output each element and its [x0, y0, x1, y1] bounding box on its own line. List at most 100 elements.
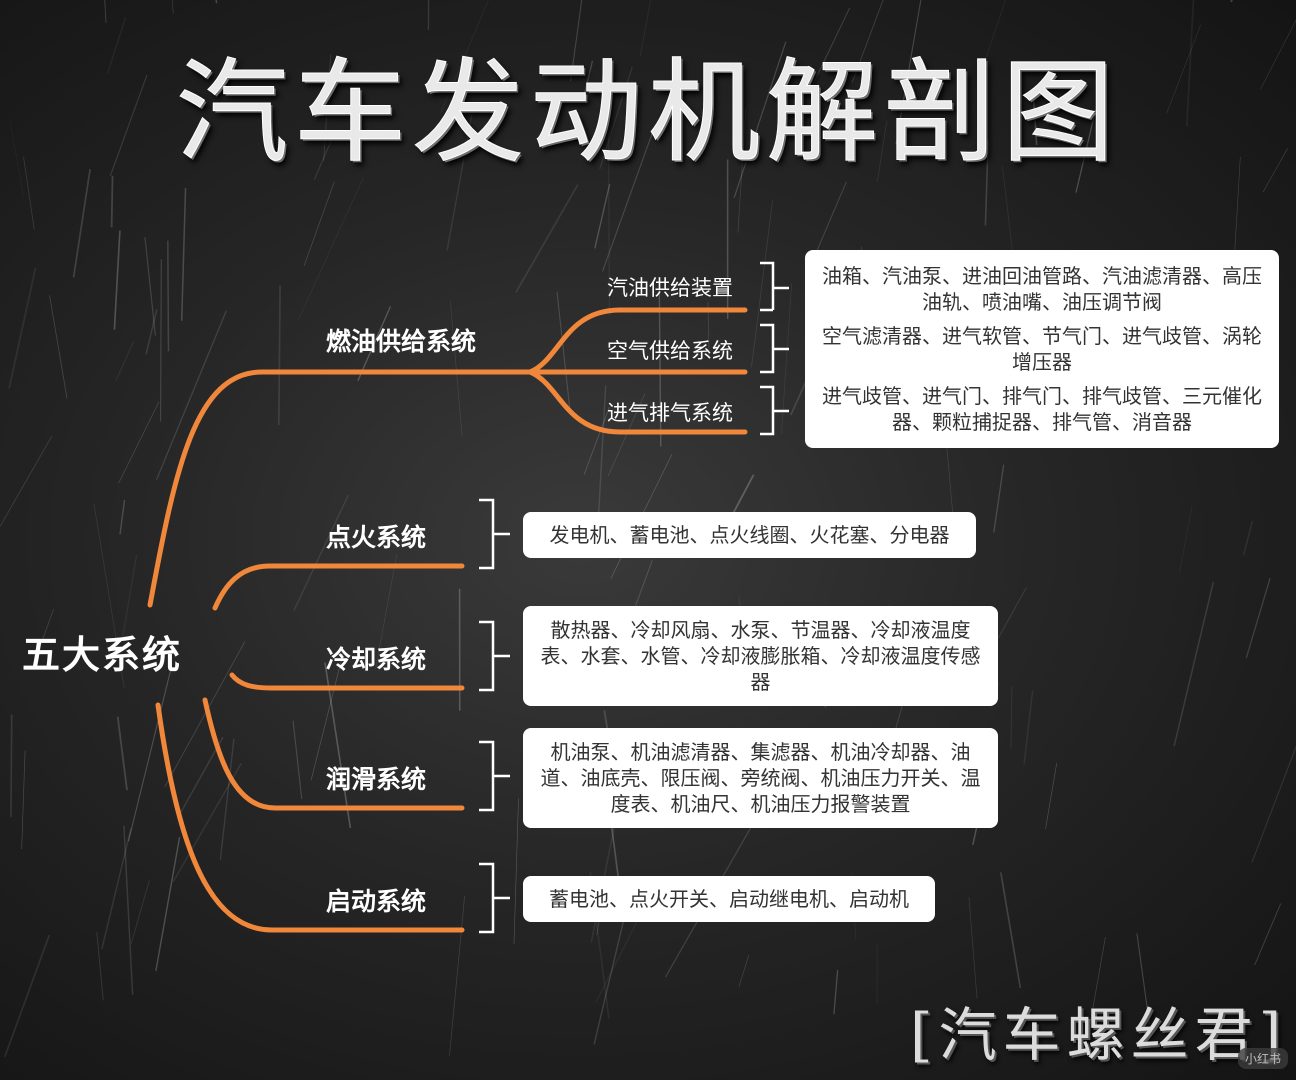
scratch-line: [313, 130, 337, 180]
scratch-line: [118, 401, 160, 484]
fuel-sub-1-items: 油箱、汽油泵、进油回油管路、汽油滤清器、高压油轨、喷油嘴、油压调节阀: [822, 264, 1262, 314]
scratch-line: [1010, 686, 1013, 749]
scratch-line: [106, 16, 127, 75]
scratch-line: [310, 652, 344, 781]
scratch-line: [375, 553, 398, 670]
scratch-line: [594, 183, 611, 249]
scratch-line: [1251, 745, 1296, 863]
scratch-line: [980, 0, 1007, 73]
scratch-line: [164, 640, 246, 787]
scratch-line: [9, 121, 24, 198]
connector-fuel-sub-1: [527, 307, 748, 375]
bracket-fuel-1: [760, 261, 789, 312]
scratch-line: [1032, 95, 1038, 145]
scratch-line: [570, 0, 583, 82]
scratch-line: [601, 125, 656, 272]
scratch-line: [109, 74, 148, 177]
scratch-line: [72, 168, 91, 278]
scratch-line: [21, 750, 26, 850]
connector-fuel: [147, 369, 533, 608]
scratch-line: [1262, 148, 1288, 193]
scratch-line: [607, 393, 646, 477]
fuel-details-box: 油箱、汽油泵、进油回油管路、汽油滤清器、高压油轨、喷油嘴、油压调节阀 空气滤清器…: [805, 250, 1279, 448]
branch-lubrication-label: 润滑系统: [326, 765, 427, 794]
scratch-line: [115, 341, 134, 382]
scratch-line: [639, 0, 652, 57]
fuel-sub-3-items: 进气歧管、进气门、排气门、排气歧管、三元催化器、颗粒捕捉器、排气管、消音器: [822, 384, 1262, 434]
scratch-line: [119, 499, 126, 535]
scratch-line: [556, 291, 571, 408]
connector-starting: [155, 702, 465, 933]
scratch-line: [583, 406, 610, 475]
scratch-line: [658, 288, 662, 447]
orange-branch-lines: [147, 307, 748, 933]
connector-ignition: [212, 563, 465, 611]
scratch-line: [303, 181, 335, 267]
connector-cooling: [229, 672, 465, 691]
scratch-line: [35, 608, 54, 658]
cooling-details-box: 散热器、冷却风扇、水泵、节温器、冷却液温度表、水套、水管、冷却液膨胀箱、冷却液温…: [523, 606, 998, 706]
scratch-line: [180, 188, 187, 321]
starting-details-box: 蓄电池、点火开关、启动继电机、启动机: [523, 876, 935, 922]
scratch-line: [130, 880, 150, 944]
scratch-line: [144, 237, 156, 336]
scratch-line: [733, 41, 787, 199]
scratch-line: [780, 282, 793, 434]
scratch-line: [599, 66, 633, 170]
scratch-line: [298, 177, 364, 320]
scratch-line: [1000, 872, 1022, 989]
scratch-line: [1045, 762, 1058, 830]
scratch-line: [1023, 690, 1034, 765]
scratch-line: [1254, 903, 1282, 966]
scratch-line: [1260, 19, 1296, 90]
scratch-line: [110, 175, 114, 228]
scratch-line: [357, 306, 392, 382]
scratch-line: [738, 955, 750, 987]
scratch-line: [10, 714, 13, 817]
branch-fuel-label: 燃油供给系统: [326, 327, 477, 356]
scratch-line: [4, 934, 51, 1058]
scratch-line: [1166, 24, 1202, 114]
scratch-line: [101, 828, 132, 950]
scratch-line: [1245, 577, 1271, 659]
scratch-line: [49, 295, 68, 399]
scratch-line: [123, 825, 134, 995]
branch-starting-label: 启动系统: [326, 887, 427, 916]
scratch-line: [449, 895, 465, 1056]
fuel-sub-2-label: 空气供给系统: [607, 339, 733, 363]
branch-ignition-label: 点火系统: [326, 523, 427, 552]
connector-lubrication: [202, 697, 465, 811]
root-node: 五大系统: [22, 633, 183, 677]
scratch-line: [608, 133, 610, 316]
scratch-line: [751, 200, 773, 368]
scratch-line: [277, 285, 281, 426]
scratch-line: [446, 105, 475, 251]
scratch-line: [449, 301, 463, 437]
scratch-line: [122, 555, 138, 637]
watermark-badge: 小红书: [1238, 1048, 1289, 1069]
scratch-line: [116, 716, 128, 791]
scratch-line: [833, 970, 839, 1015]
bracket-fuel-3: [760, 385, 789, 436]
scratch-line: [851, 0, 884, 83]
fuel-sub-2-items: 空气滤清器、进气软管、节气门、进气歧管、涡轮增压器: [822, 324, 1262, 374]
scratch-line: [1088, 936, 1106, 1031]
ignition-details-box: 发电机、蓄电池、点火线圈、火花塞、分电器: [523, 512, 976, 558]
scratch-line: [23, 156, 35, 230]
bracket-cooling: [479, 620, 510, 692]
scratch-line: [323, 54, 332, 161]
scratch-line: [513, 798, 519, 945]
bracket-lubrication: [479, 740, 510, 812]
branch-cooling-label: 冷却系统: [326, 645, 427, 674]
scratch-line: [127, 668, 172, 842]
scratch-line: [993, 464, 1005, 533]
scratch-line: [515, 184, 579, 293]
scratch-line: [1173, 581, 1215, 747]
scratch-line: [1136, 933, 1150, 1024]
scratch-line: [876, 120, 888, 183]
scratch-line: [737, 109, 746, 233]
scratch-line: [159, 259, 162, 422]
bracket-starting: [479, 862, 510, 934]
scratch-line: [145, 309, 158, 355]
scratch-line: [155, 836, 181, 972]
